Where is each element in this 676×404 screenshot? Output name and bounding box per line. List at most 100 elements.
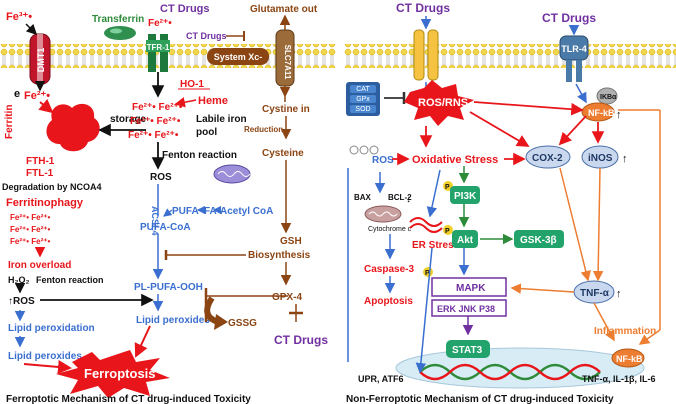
fe-small-row2: Fe²⁺• Fe²⁺•: [10, 225, 50, 234]
akt-label: Akt: [457, 235, 474, 246]
fe-pool-row1: Fe²⁺• Fe²⁺•: [132, 102, 183, 113]
iron-overload-label: Iron overload: [8, 260, 71, 271]
stat3-node: [446, 340, 490, 358]
dmt1-channel: DMT1: [29, 33, 51, 85]
cell-membrane-right: [344, 44, 676, 68]
fa-label: FA: [204, 206, 217, 217]
gpx4-label: GPX-4: [272, 292, 302, 303]
gsh-label: GSH: [280, 236, 302, 247]
ho1-label: HO-1: [180, 79, 204, 90]
arrow-fe3-dmt1: [25, 23, 38, 36]
lipid-peroxidation-label: Lipid peroxidation: [8, 323, 95, 334]
er-stress-label: ER Stress: [412, 240, 460, 251]
tnfa-up-arrow: ↑: [616, 288, 622, 300]
inflammation-label: Inflammation: [594, 326, 656, 337]
ct-drugs-right-2: CT Drugs: [542, 11, 596, 25]
caption-left: Ferroptotic Mechanism of CT drug-induced…: [6, 394, 251, 404]
svg-text:P: P: [445, 228, 450, 235]
fth1-label: FTH-1: [26, 156, 55, 167]
transferrin-label: Transferrin: [92, 14, 144, 25]
dna-helix: [419, 363, 601, 381]
system-xc-transporter: System Xc- SLC7A11: [207, 29, 295, 87]
ferritin-label: Ferritin: [4, 105, 15, 139]
akt-node: [452, 230, 478, 248]
fe3-ion: Fe³⁺•: [6, 11, 32, 23]
membrane-channel-right: [413, 29, 439, 81]
phosphate-akt: [443, 225, 453, 235]
nfkb-nucleus-node: [611, 348, 645, 368]
ferroptosis-burst: [56, 350, 170, 398]
fe2-ion-top: Fe²⁺•: [148, 18, 172, 29]
ftl1-label: FTL-1: [26, 168, 54, 179]
svg-text:P: P: [445, 184, 450, 191]
tnfa-label: TNF-α: [580, 288, 610, 299]
cysteine-label: Cysteine: [262, 148, 304, 159]
ct-drugs-top-left: CT Drugs: [160, 3, 210, 15]
biosynthesis-label: Biosynthesis: [248, 250, 311, 261]
tlr4-label: TLR-4: [561, 44, 587, 54]
bcl2-label: BCL-2: [388, 193, 412, 202]
ros-left-label: ↑ROS: [8, 296, 35, 307]
ct-drugs-bottom-left: CT Drugs: [274, 333, 328, 347]
tfr1-receptor: TFR-1: [146, 34, 170, 72]
cystine-in-label: Cystine in: [262, 104, 310, 115]
ros-rns-label: ROS/RNS: [418, 97, 468, 109]
ros-rns-burst: [404, 80, 474, 126]
glutamate-out-label: Glutamate out: [250, 4, 318, 15]
stat3-label: STAT3: [452, 345, 483, 356]
fe2-ion-left: Fe²⁺•: [24, 90, 50, 102]
nfkb-up-arrow: ↑: [616, 109, 622, 121]
acetyl-coa-label: Acetyl CoA: [220, 206, 273, 217]
mitochondria-right: [349, 145, 379, 155]
electron-label: e: [14, 88, 20, 100]
inos-label: iNOS: [588, 153, 613, 164]
fe-small-row3: Fe²⁺• Fe²⁺•: [10, 237, 50, 246]
transferrin-protein: [104, 26, 136, 40]
cytochrome-c-label: Cytochrome c: [368, 226, 412, 233]
ct-drugs-right-1: CT Drugs: [396, 1, 450, 15]
labile-pool-label-2: pool: [196, 127, 217, 138]
tlr4-receptor: TLR-4: [559, 35, 589, 82]
bcl2-down-arrow: ↓: [406, 194, 411, 205]
inos-up-arrow: ↑: [622, 153, 628, 165]
cox2-label: COX-2: [532, 153, 563, 164]
pufa-label: PUFA: [172, 206, 199, 217]
gsk3b-label: GSK-3β: [520, 235, 557, 246]
fe-pool-row3: Fe²⁺• Fe²⁺•: [128, 130, 179, 141]
h2o2-label: H₂O₂: [8, 275, 30, 285]
caspase3-label: Caspase-3: [364, 264, 414, 275]
antioxidant-enzymes: CAT GPx SOD: [346, 82, 380, 116]
ikb-label: IKBα: [600, 94, 617, 101]
sod-label: SOD: [355, 106, 370, 113]
oxidative-stress-label: Oxidative Stress: [412, 154, 498, 166]
cat-label: CAT: [356, 86, 370, 93]
upr-atf6-label: UPR, ATF6: [358, 374, 404, 384]
system-xc-label: System Xc-: [214, 52, 263, 62]
bax-label: BAX: [354, 193, 372, 202]
fe-pool-row2: Fe²⁺• Fe²⁺•: [130, 116, 181, 127]
pi3k-node: [450, 186, 480, 204]
ferroptosis-label: Ferroptosis: [84, 366, 156, 381]
mapk-node: [431, 277, 507, 297]
reduction-label: Reduction: [244, 125, 283, 134]
lipid-peroxides-left-label: Lipid peroxides: [8, 351, 82, 362]
cox2-node: [525, 145, 571, 169]
er-organelle: [409, 217, 443, 233]
acsl4-label: ACSL4: [150, 206, 160, 236]
ferritinophagy-label: Ferritinophagy: [6, 197, 84, 209]
apoptosis-label: Apoptosis: [364, 296, 413, 307]
caption-right: Non-Ferroptotic Mechanism of CT drug-ind…: [346, 394, 614, 404]
dmt1-label: DMT1: [36, 48, 46, 73]
storage-label: storage: [110, 114, 147, 125]
pufa-coa-label: PUFA-CoA: [140, 222, 191, 233]
degradation-label: Degradation by NCOA4: [2, 182, 102, 192]
gssg-label: GSSG: [228, 318, 257, 329]
labile-pool-label-1: Labile iron: [196, 114, 247, 125]
lipid-peroxides-center-label: Lipid peroxides: [136, 315, 210, 326]
slc7a11-label: SLC7A11: [283, 45, 292, 80]
mitochondrion-left: [213, 164, 251, 184]
mapk-label: MAPK: [456, 283, 486, 294]
fe-small-row1: Fe²⁺• Fe²⁺•: [10, 213, 50, 222]
nfkb-label: NF-kB: [588, 108, 615, 118]
